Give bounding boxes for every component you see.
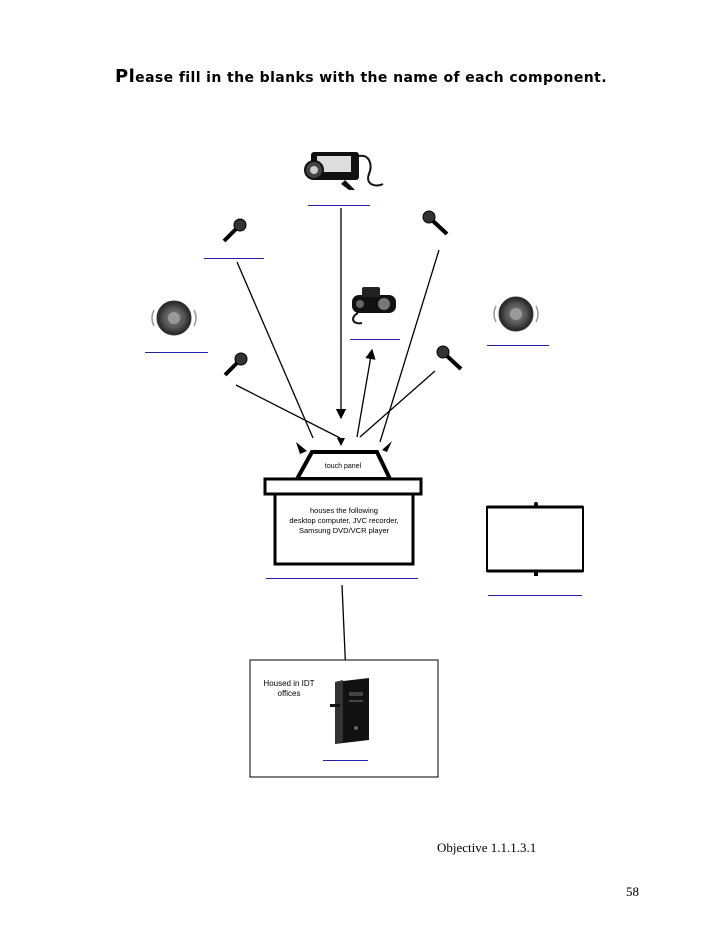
microphone-icon: [225, 353, 247, 375]
arrowhead-right: [382, 441, 392, 452]
blank-podium[interactable]: [266, 578, 418, 579]
blank-document-camera[interactable]: [350, 339, 400, 340]
microphone-icon: [423, 211, 447, 234]
podium-contents-line1: houses the following: [310, 506, 378, 515]
microphone-icon: [437, 346, 461, 369]
podium-contents-line2: desktop computer, JVC recorder,: [289, 516, 398, 525]
blank-video-camera[interactable]: [308, 205, 370, 206]
connection-lines: [236, 208, 439, 676]
line-mic-upper-left: [237, 262, 313, 438]
document-camera-icon: [352, 287, 396, 323]
page-number: 58: [626, 884, 639, 900]
touch-panel-label: touch panel: [325, 463, 362, 470]
server-room-line2: offices: [278, 689, 301, 698]
arrowhead-center: [337, 438, 345, 446]
blank-speaker-left[interactable]: [145, 352, 208, 353]
projection-screen-icon: [487, 502, 583, 576]
line-document-camera: [357, 350, 372, 437]
speaker-icon: [152, 301, 196, 335]
line-mic-lower-left: [236, 385, 340, 438]
line-mic-upper-right: [380, 250, 439, 442]
blank-microphone[interactable]: [204, 258, 264, 259]
video-camera-icon: [305, 152, 383, 190]
podium-contents-line3: Samsung DVD/VCR player: [299, 526, 390, 535]
line-mic-lower-right: [360, 371, 435, 437]
objective-label: Objective 1.1.1.3.1: [437, 840, 536, 856]
arrowhead-left: [296, 442, 307, 454]
blank-server[interactable]: [323, 760, 368, 761]
blank-speaker-right[interactable]: [487, 345, 549, 346]
podium: houses the following desktop computer, J…: [265, 479, 421, 564]
server-room-line1: Housed in IDT: [263, 679, 314, 688]
speaker-icon: [494, 297, 538, 331]
server-tower-icon: [330, 678, 369, 744]
touch-panel: touch panel: [297, 452, 390, 479]
blank-projection-screen[interactable]: [488, 595, 582, 596]
microphone-icon: [224, 219, 246, 241]
